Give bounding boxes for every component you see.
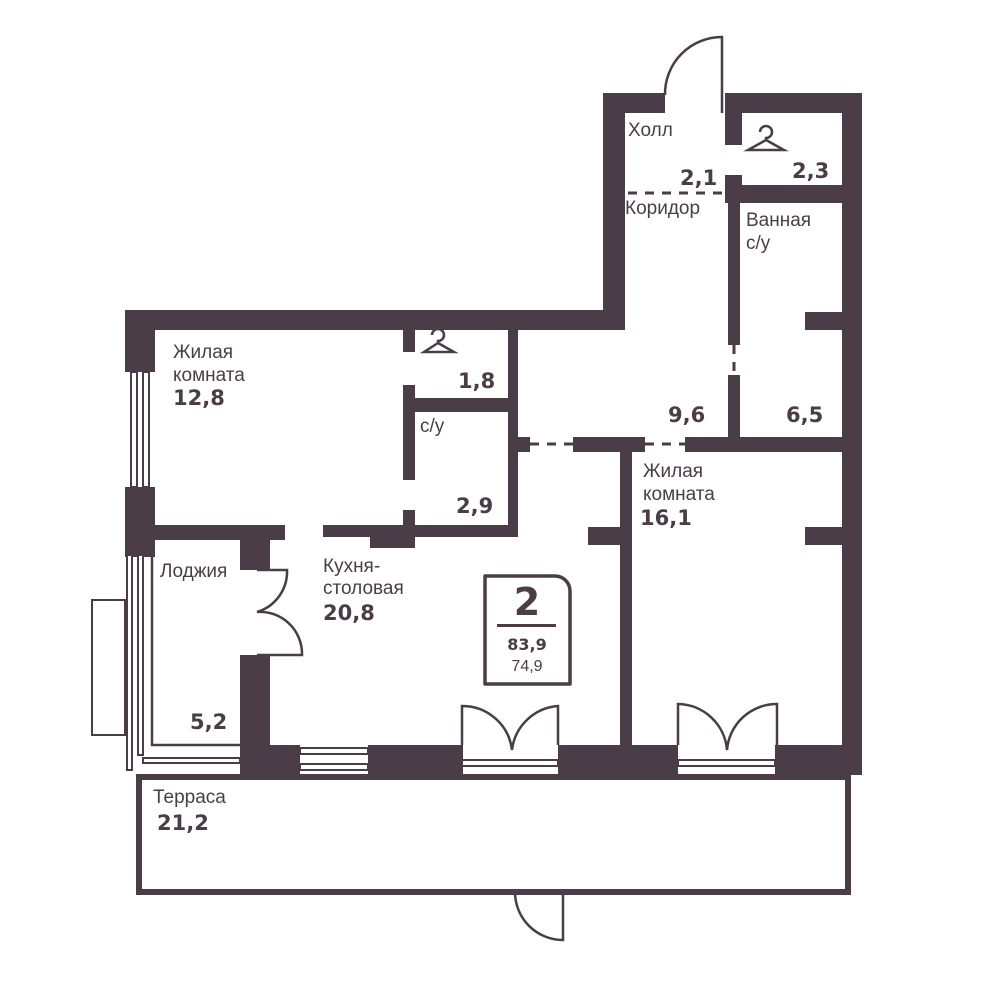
room-label: комната — [173, 365, 245, 386]
room-area: 2,3 — [792, 159, 829, 183]
terrace-outline — [136, 774, 851, 895]
total-area: 83,9 — [507, 635, 546, 654]
room-label: с/у — [420, 416, 445, 437]
living-area: 74,9 — [511, 658, 542, 675]
kitchen-balcony-door[interactable] — [460, 704, 560, 767]
room-label: столовая — [323, 578, 404, 599]
room-count: 2 — [514, 580, 540, 624]
room-area: 21,2 — [157, 811, 209, 835]
room-area: 16,1 — [640, 506, 692, 530]
loggia-door[interactable] — [256, 568, 304, 657]
room-label: Лоджия — [160, 561, 227, 582]
room-area: 20,8 — [323, 601, 375, 625]
room-area: 12,8 — [173, 386, 225, 410]
window — [130, 371, 150, 488]
entrance-door[interactable] — [663, 35, 724, 113]
room-area: 6,5 — [786, 403, 823, 427]
room-area: 5,2 — [190, 710, 227, 734]
room-area: 9,6 — [668, 403, 705, 427]
room-label: Жилая — [173, 342, 233, 363]
room-area: 2,1 — [680, 166, 717, 190]
walls — [125, 93, 862, 775]
room-label: Ванная — [746, 210, 811, 231]
loggia-glazing — [91, 554, 369, 771]
room-label: Холл — [628, 120, 673, 141]
room-label: комната — [643, 484, 715, 505]
apartment-badge: 2 83,9 74,9 — [483, 574, 572, 686]
room-area: 2,9 — [456, 494, 493, 518]
room-label: Терраса — [153, 787, 226, 808]
bedroom-balcony-door[interactable] — [676, 702, 779, 767]
room-label: Кухня- — [323, 556, 380, 577]
room-label: с/у — [746, 233, 771, 254]
terrace-door[interactable] — [513, 891, 565, 942]
hanger-icon — [743, 124, 789, 152]
room-area: 1,8 — [458, 369, 495, 393]
room-label: Жилая — [643, 461, 703, 482]
room-label: Коридор — [625, 198, 700, 219]
hanger-icon — [419, 327, 459, 354]
